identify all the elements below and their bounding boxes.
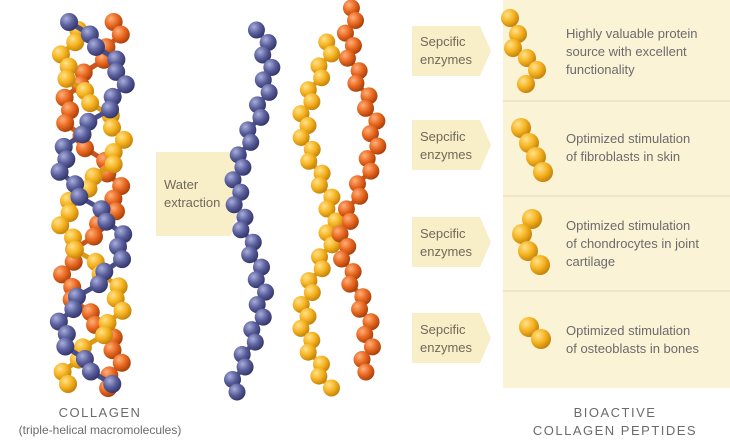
collagen-subtitle: (triple-helical macromolecules): [18, 423, 182, 437]
enzyme-arrow-3: [412, 217, 491, 267]
collagen-caption: COLLAGEN (triple-helical macromolecules): [0, 405, 200, 437]
water-extraction-arrow: [156, 152, 243, 236]
peptides-caption: BIOACTIVE COLLAGEN PEPTIDES: [510, 405, 720, 438]
enzyme-arrow-2: [412, 120, 491, 170]
enzyme-arrow-1: [412, 26, 491, 76]
strand-yellow: [292, 33, 345, 397]
peptide-2: [511, 118, 553, 182]
peptide-4: [519, 317, 551, 349]
peptide-3: [512, 209, 550, 275]
helix-strand-yellow: [51, 21, 133, 393]
peptides-title-line1: BIOACTIVE: [573, 405, 657, 420]
peptide-1: [501, 9, 546, 93]
peptides-title-line2: COLLAGEN PEPTIDES: [532, 423, 698, 438]
helix-strand-blue: [49, 13, 135, 393]
water-extraction-label: Water extraction: [164, 177, 221, 210]
strand-blue: [224, 21, 281, 401]
collagen-title: COLLAGEN: [58, 405, 142, 420]
enzyme-arrow-4: [412, 313, 491, 363]
molecule-chains: [49, 0, 553, 401]
strand-orange: [331, 0, 387, 381]
